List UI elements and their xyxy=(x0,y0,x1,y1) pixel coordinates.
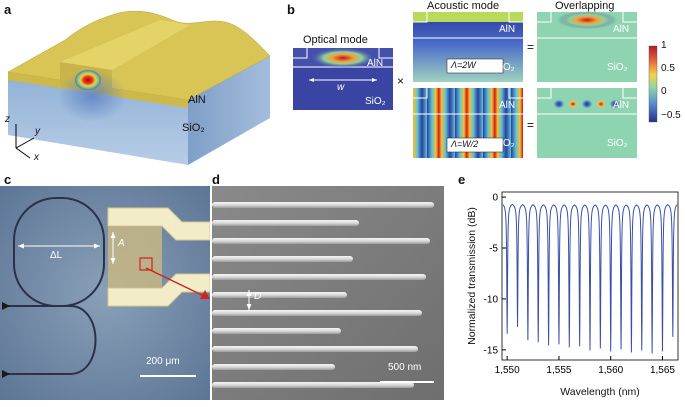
overlapping-header: Overlapping xyxy=(555,0,615,12)
acoustic-top-aln-label: AlN xyxy=(499,24,516,35)
delta-l-label: ΔL xyxy=(50,250,63,261)
panel-label-e: e xyxy=(458,172,466,187)
equals-operator-bottom: = xyxy=(527,118,535,132)
sio2-label: SiO₂ xyxy=(182,122,205,134)
y-tick-label: -15 xyxy=(484,345,499,356)
panel-a-device-illustration: AlN SiO₂ z y x xyxy=(0,0,285,170)
optical-mode-header: Optical mode xyxy=(303,34,368,46)
x-axis-title: Wavelength (nm) xyxy=(560,386,640,398)
acoustic-bottom-aln-label: AlN xyxy=(499,100,516,111)
micrograph-drawing xyxy=(0,186,210,400)
electrode-finger xyxy=(212,382,414,388)
equals-operator-top: = xyxy=(527,40,535,54)
overlap-bottom-sio2-label: SiO₂ xyxy=(607,138,628,149)
x-tick-label: 1,565 xyxy=(650,365,675,376)
electrode-finger xyxy=(212,238,430,244)
panel-label-d: d xyxy=(212,172,220,187)
acoustic-bottom-lambda-label: Λ=W/2 xyxy=(451,139,479,149)
optical-sio2-label: SiO₂ xyxy=(365,96,386,107)
overlap-bottom-aln-label: AlN xyxy=(613,100,630,111)
colorbar-tick-0-5: 0.5 xyxy=(661,63,675,74)
panel-label-a: a xyxy=(4,2,12,17)
electrode-finger xyxy=(212,274,426,280)
axis-y-label: y xyxy=(35,126,40,137)
mode-profile-maps xyxy=(293,11,658,158)
panel-label-c: c xyxy=(4,172,12,187)
d-period-label: D xyxy=(254,291,262,302)
axis-x-label: x xyxy=(34,152,39,163)
aln-label: AlN xyxy=(188,94,206,106)
electrode-finger xyxy=(212,220,359,226)
overlap-top-sio2-label: SiO₂ xyxy=(607,62,628,73)
optical-width-label: w xyxy=(337,82,345,93)
electrode-finger xyxy=(212,364,335,370)
sem-electrode-fingers xyxy=(212,186,444,400)
scale-bar-c-label: 200 μm xyxy=(146,356,180,367)
transmission-chart-svg: 1,550 1,555 1,560 1,565 0 -5 -10 -15 xyxy=(484,191,679,376)
x-tick-label: 1,555 xyxy=(546,365,571,376)
electrode-finger xyxy=(212,202,434,208)
electrode-finger xyxy=(212,292,347,298)
acoustic-mode-header: Acoustic mode xyxy=(427,0,500,12)
acoustic-bottom-sio2-label: SiO₂ xyxy=(494,138,515,149)
y-tick-label: -10 xyxy=(484,294,499,305)
colorbar-tick-0: 0 xyxy=(661,86,667,97)
colorbar-tick-1: 1 xyxy=(661,40,667,51)
scale-bar-d-label: 500 nm xyxy=(388,362,422,373)
colorbar-tick-neg-0-5: −0.5 xyxy=(661,110,681,121)
waveguide-3d-illustration xyxy=(7,10,271,165)
a-width-label: A xyxy=(118,238,125,249)
electrode-finger xyxy=(212,310,422,316)
y-tick-label: 0 xyxy=(492,193,498,204)
panel-b-mode-profiles: Optical mode Acoustic mode Overlapping xyxy=(287,0,685,170)
acoustic-top-lambda-label: Λ=2W xyxy=(451,60,476,70)
electrode-finger xyxy=(212,328,341,334)
panel-d-sem-image: D 500 nm xyxy=(212,186,444,400)
transmission-line xyxy=(502,203,678,354)
x-tick-label: 1,550 xyxy=(495,365,520,376)
panel-label-b: b xyxy=(287,2,295,17)
acoustic-top-sio2-label: SiO₂ xyxy=(494,62,515,73)
panel-c-micrograph: ΔL A 200 μm xyxy=(0,186,210,400)
electrode-finger xyxy=(212,256,353,262)
y-axis-title: Normalized transmission (dB) xyxy=(466,207,478,345)
axis-z-label: z xyxy=(5,114,10,125)
optical-aln-label: AlN xyxy=(367,58,384,69)
panel-e-transmission-chart: 1,550 1,555 1,560 1,565 0 -5 -10 -15 Wavelength… xyxy=(452,186,685,402)
zoom-arrow xyxy=(145,267,210,299)
times-operator: × xyxy=(397,74,405,88)
y-tick-label: -5 xyxy=(489,244,498,255)
electrode-finger xyxy=(212,346,418,352)
x-tick-label: 1,560 xyxy=(598,365,623,376)
overlap-top-aln-label: AlN xyxy=(613,24,630,35)
